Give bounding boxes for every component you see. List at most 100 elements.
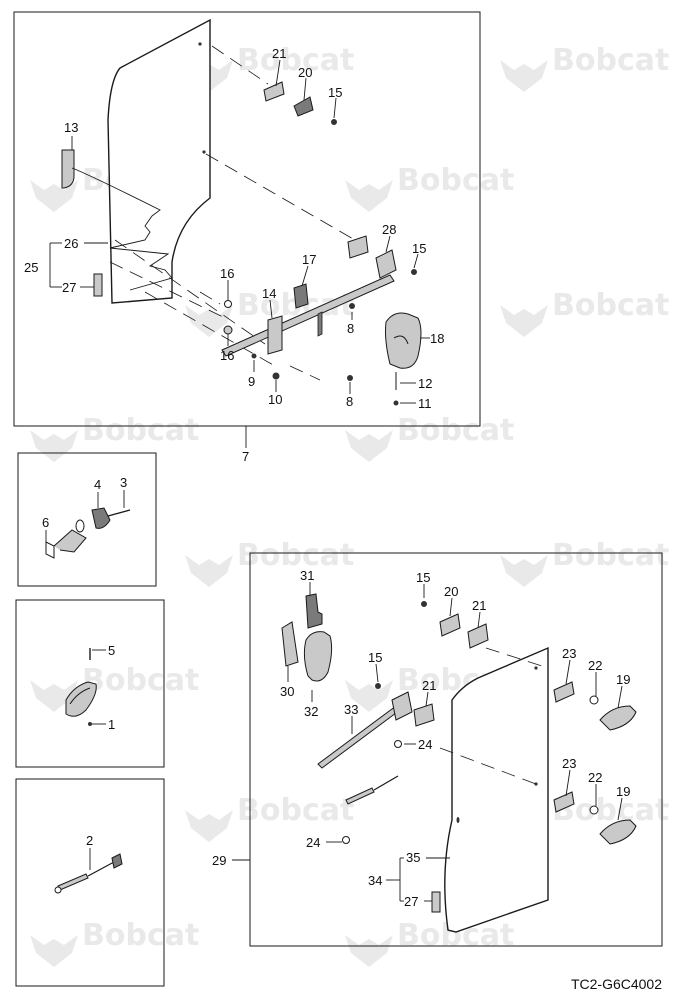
label-20: 20 [298, 65, 312, 80]
label-6: 6 [42, 515, 49, 530]
handle-set-upper [553, 681, 637, 731]
watermark-logo: Bobcat [30, 413, 199, 462]
watermark-text: Bobcat [397, 163, 514, 198]
label-10: 10 [268, 392, 282, 407]
label-33: 33 [344, 702, 358, 717]
gas-strut-detail [54, 848, 123, 894]
watermark-logo: Bobcat [30, 918, 199, 967]
label-35: 35 [406, 850, 420, 865]
panel-frames [13, 11, 663, 987]
label-19b: 19 [616, 784, 630, 799]
watermark-logo: Bobcat [185, 538, 354, 587]
watermark-logo: Bobcat [500, 538, 669, 587]
watermark-text: Bobcat [552, 288, 669, 323]
assembly-guides-second [439, 647, 549, 785]
label-16: 16 [220, 266, 234, 281]
label-26: 26 [64, 236, 78, 251]
label-17: 17 [302, 252, 316, 267]
watermark-logo: Bobcat [30, 663, 199, 712]
label-25: 25 [24, 260, 38, 275]
label-7: 7 [242, 449, 249, 464]
watermark-text: Bobcat [397, 413, 514, 448]
hinge-parts-second [281, 593, 333, 682]
label-29: 29 [212, 853, 226, 868]
label-15d: 15 [368, 650, 382, 665]
label-12: 12 [418, 376, 432, 391]
assembly-guides [109, 45, 356, 381]
watermark-logo: Bobcat [345, 918, 514, 967]
label-11: 11 [418, 396, 432, 411]
leader-lines-top [49, 59, 430, 448]
latch-assembly [45, 490, 131, 559]
label-27: 27 [62, 280, 76, 295]
watermark-logo: Bobcat [185, 793, 354, 842]
label-15c: 15 [416, 570, 430, 585]
label-2: 2 [86, 833, 93, 848]
label-34: 34 [368, 873, 382, 888]
label-22b: 22 [588, 770, 602, 785]
label-15b: 15 [412, 241, 426, 256]
label-8: 8 [347, 321, 354, 336]
watermark-logo: Bobcat [345, 413, 514, 462]
leader-lines-second [232, 582, 623, 902]
label-15: 15 [328, 85, 342, 100]
bracket-17 [293, 283, 309, 309]
pad-parts-top [263, 81, 337, 125]
watermark-text: Bobcat [237, 43, 354, 78]
watermark-text: Bobcat [82, 413, 199, 448]
watermark-logo: Bobcat [500, 288, 669, 337]
watermark-text: Bobcat [82, 918, 199, 953]
strut-arm-33 [317, 683, 435, 769]
handle-detail [65, 648, 106, 726]
frame-detail-strut [15, 778, 165, 987]
label-16b: 16 [220, 348, 234, 363]
watermark-layer: Bobcat Bobcat Bobcat Bobcat Bobcat Bobca… [30, 43, 669, 967]
pad-parts-second [421, 601, 489, 649]
label-22: 22 [588, 658, 602, 673]
door-glass-main [107, 18, 211, 304]
label-20b: 20 [444, 584, 458, 599]
label-32: 32 [304, 704, 318, 719]
label-9: 9 [248, 374, 255, 389]
part-27-second [431, 891, 441, 913]
frame-second-door [249, 552, 663, 947]
label-13: 13 [64, 120, 78, 135]
label-24b: 24 [306, 835, 320, 850]
label-31: 31 [300, 568, 314, 583]
label-21: 21 [272, 46, 286, 61]
watermark-text: Bobcat [552, 538, 669, 573]
label-8b: 8 [346, 394, 353, 409]
strut-arm-28 [221, 235, 417, 357]
label-24: 24 [418, 737, 432, 752]
label-5: 5 [108, 643, 115, 658]
watermark-text: Bobcat [82, 663, 199, 698]
label-30: 30 [280, 684, 294, 699]
label-3: 3 [120, 475, 127, 490]
label-14: 14 [262, 286, 276, 301]
frame-detail-handle [15, 599, 165, 768]
watermark-text: Bobcat [237, 793, 354, 828]
hardware-parts [223, 300, 355, 381]
label-28: 28 [382, 222, 396, 237]
label-1: 1 [108, 717, 115, 732]
label-21b: 21 [472, 598, 486, 613]
frame-main-door [13, 11, 481, 427]
label-23: 23 [562, 646, 576, 661]
label-19: 19 [616, 672, 630, 687]
label-27b: 27 [404, 894, 418, 909]
watermark-text: Bobcat [552, 43, 669, 78]
handle-18 [385, 312, 422, 406]
label-21c: 21 [422, 678, 436, 693]
callout-labels: 13 26 25 27 21 20 15 28 15 17 16 14 8 18… [24, 46, 630, 909]
frame-detail-latch [17, 452, 157, 587]
label-4: 4 [94, 477, 101, 492]
watermark-logo: Bobcat [500, 43, 669, 92]
watermark-text: Bobcat [237, 538, 354, 573]
door-glass-second [444, 646, 549, 933]
hinge-part-13 [61, 149, 173, 291]
gas-strut-second [342, 775, 399, 844]
handle-set-lower [553, 791, 637, 845]
watermark-logo: Bobcat [345, 163, 514, 212]
